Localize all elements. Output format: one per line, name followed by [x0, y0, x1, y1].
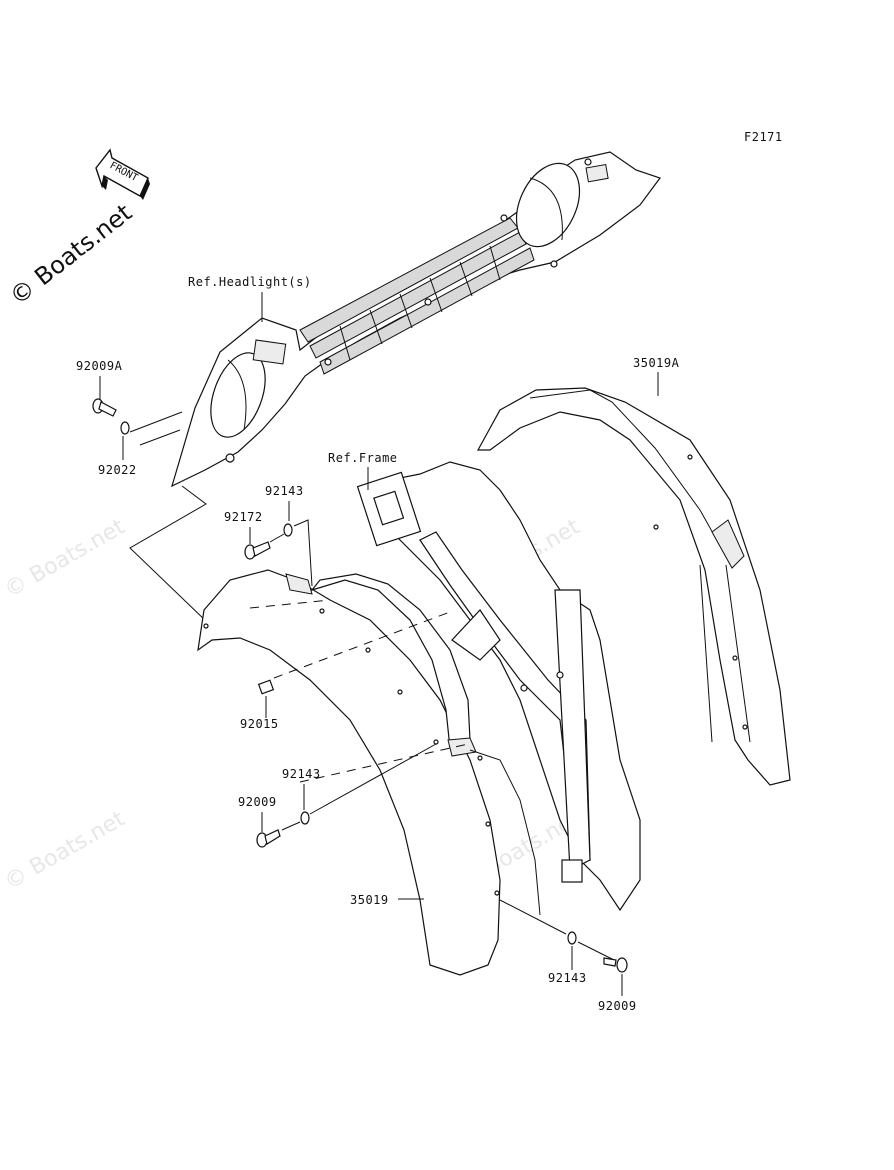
label-92143-b: 92143	[282, 767, 321, 781]
label-92143-a: 92143	[265, 484, 304, 498]
label-92009-b: 92009	[598, 999, 637, 1013]
washer-92143-b-icon	[300, 811, 310, 825]
fender-35019A	[476, 387, 791, 786]
bolt-92009-b-icon	[603, 957, 628, 973]
watermark-main: © Boats.net	[4, 199, 137, 311]
headlight-assembly	[171, 151, 661, 488]
figure-code: F2171	[744, 130, 783, 144]
washer-92022-icon	[120, 421, 130, 435]
label-92009A: 92009A	[76, 359, 123, 373]
watermark: © Boats.net	[1, 806, 130, 895]
frame	[356, 461, 641, 912]
label-92015: 92015	[240, 717, 279, 731]
label-35019: 35019	[350, 893, 389, 907]
watermark: © Boats.net	[1, 514, 130, 603]
label-92009-a: 92009	[238, 795, 277, 809]
label-ref-headlight: Ref.Headlight(s)	[188, 275, 312, 289]
bolt-92009A-icon	[92, 398, 117, 417]
label-ref-frame: Ref.Frame	[328, 451, 398, 465]
label-35019A: 35019A	[633, 356, 680, 370]
washer-92143-a-icon	[283, 523, 293, 537]
label-92143-c: 92143	[548, 971, 587, 985]
front-arrow-icon: FRONT	[95, 148, 150, 200]
bolt-92172-icon	[244, 541, 271, 560]
washer-92143-c-icon	[567, 931, 577, 945]
bolt-92009-a-icon	[256, 829, 281, 848]
label-92172: 92172	[224, 510, 263, 524]
fender-35019	[197, 569, 541, 976]
clip-92015-icon	[257, 679, 275, 695]
label-92022: 92022	[98, 463, 137, 477]
